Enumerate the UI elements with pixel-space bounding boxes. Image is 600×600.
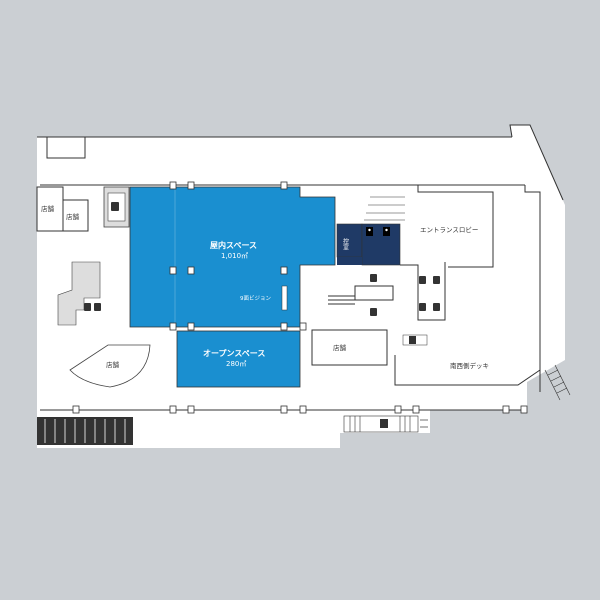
escalator-icon bbox=[402, 334, 428, 346]
elevator-icon bbox=[111, 202, 119, 211]
stairs bbox=[364, 196, 405, 221]
indoor-space-name: 屋内スペース bbox=[210, 240, 257, 250]
arrow-icon bbox=[420, 419, 428, 428]
elevator-icon bbox=[84, 303, 101, 311]
waiting-room-label: 控室 bbox=[342, 237, 349, 250]
entrance-lobby-label: エントランスロビー bbox=[420, 225, 478, 234]
columns bbox=[72, 181, 528, 414]
shop-2[interactable] bbox=[62, 199, 89, 232]
shop-4[interactable] bbox=[311, 329, 388, 366]
vision-screen bbox=[281, 285, 288, 311]
southwest-deck-label: 南西側デッキ bbox=[450, 361, 489, 370]
open-space[interactable] bbox=[176, 330, 301, 388]
shop-3-label: 店舗 bbox=[106, 360, 120, 369]
stairs bbox=[328, 295, 355, 305]
shop-1-label: 店舗 bbox=[41, 204, 55, 213]
restroom-icon bbox=[366, 227, 373, 236]
escalator-icon bbox=[380, 419, 388, 428]
elevator-icon bbox=[370, 274, 377, 316]
floor-area bbox=[37, 125, 565, 448]
open-space-name: オープンスペース bbox=[203, 348, 265, 358]
restroom-icon bbox=[383, 227, 390, 236]
indoor-space-area: 1,010㎡ bbox=[221, 252, 248, 260]
elevator-icon bbox=[419, 276, 440, 311]
shop-3[interactable] bbox=[69, 344, 151, 388]
stairs bbox=[544, 364, 571, 401]
shop-4-label: 店舗 bbox=[333, 343, 347, 352]
vision-label: 9面ビジョン bbox=[240, 294, 271, 302]
open-space-area: 280㎡ bbox=[226, 360, 246, 368]
shop-2-label: 店舗 bbox=[66, 212, 80, 221]
